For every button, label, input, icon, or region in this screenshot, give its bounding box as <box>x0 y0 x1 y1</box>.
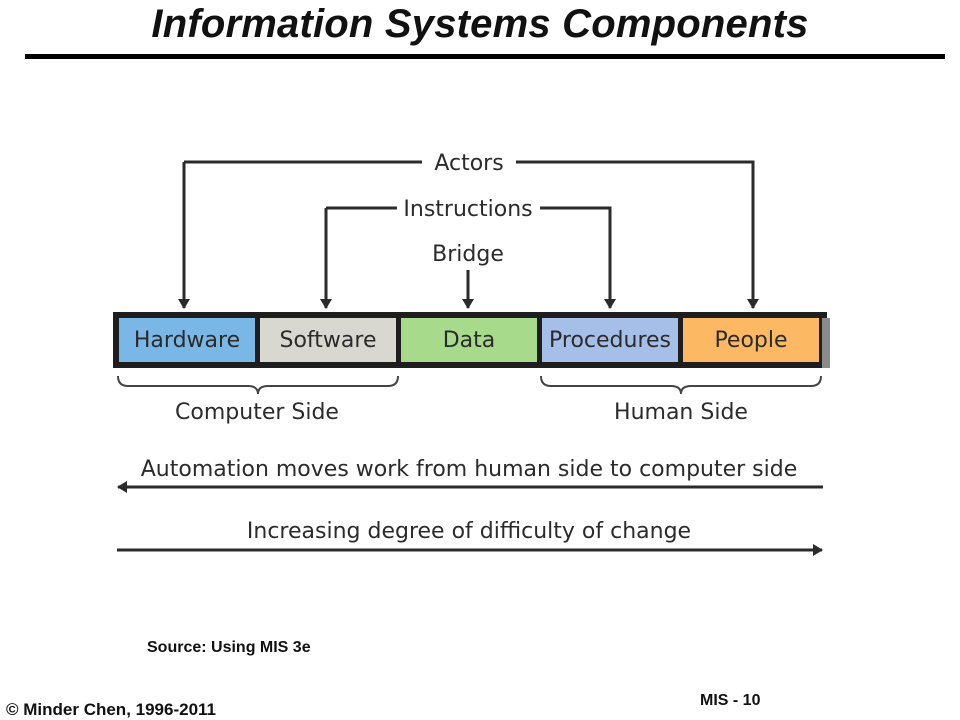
data-label: Data <box>443 328 496 353</box>
automation-trend: Automation moves work from human side to… <box>117 457 823 493</box>
actors-connector: Actors <box>178 151 759 309</box>
computer-side-group: Computer Side <box>117 375 399 425</box>
data-block <box>401 318 537 362</box>
bridge-connector: Bridge <box>432 242 504 309</box>
component-bar-shadow <box>822 318 830 368</box>
copyright-notice: © Minder Chen, 1996-2011 <box>6 700 217 719</box>
actors-label: Actors <box>434 151 503 176</box>
difficulty-label: Increasing degree of difficulty of chang… <box>247 519 691 544</box>
instructions-label: Instructions <box>403 197 532 222</box>
hardware-label: Hardware <box>134 328 240 353</box>
automation-label: Automation moves work from human side to… <box>141 457 798 482</box>
actors-arrow-people <box>516 160 759 309</box>
computer-side-label: Computer Side <box>175 400 339 425</box>
software-label: Software <box>280 328 377 353</box>
instructions-connector: Instructions <box>320 197 616 309</box>
software-block <box>260 318 396 362</box>
slide-title: Information Systems Components <box>151 2 809 46</box>
procedures-block <box>542 318 678 362</box>
people-label: People <box>714 328 787 353</box>
page-number: MIS - 10 <box>700 692 761 709</box>
instructions-arrow-procedures <box>540 206 616 309</box>
people-block <box>683 318 819 362</box>
source-note: Source: Using MIS 3e <box>147 639 311 656</box>
bridge-label: Bridge <box>432 242 504 267</box>
procedures-label: Procedures <box>549 328 671 353</box>
human-side-group: Human Side <box>540 375 822 425</box>
difficulty-trend: Increasing degree of difficulty of chang… <box>117 519 823 556</box>
human-side-brace <box>540 375 822 395</box>
title-underline <box>25 54 945 59</box>
computer-side-brace <box>117 375 399 395</box>
human-side-label: Human Side <box>614 400 748 425</box>
hardware-block <box>119 318 255 362</box>
component-bar: Hardware Software Data Procedures People <box>113 312 830 368</box>
